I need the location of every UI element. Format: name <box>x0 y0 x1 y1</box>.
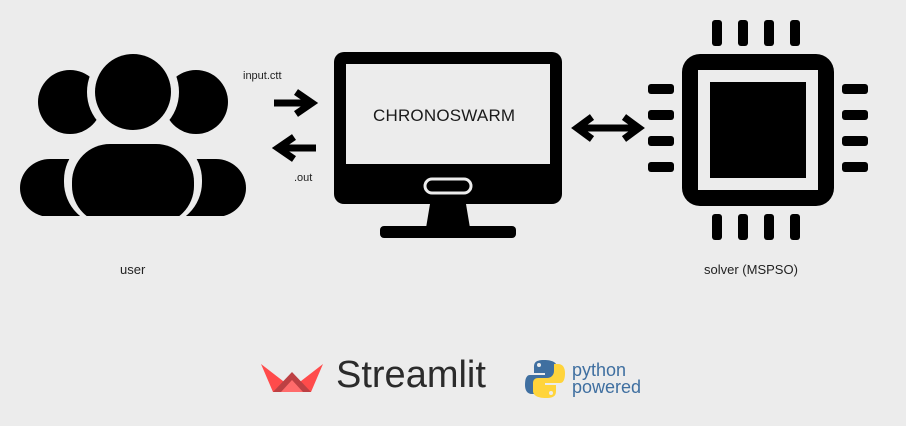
python-logo-icon <box>525 360 565 398</box>
chip-icon <box>648 20 868 240</box>
streamlit-brand-text: Streamlit <box>336 354 486 396</box>
monitor-icon <box>334 52 562 238</box>
input-file-label: input.ctt <box>243 70 282 82</box>
arrow-left-icon <box>271 134 316 162</box>
python-powered-text: python powered <box>572 360 642 397</box>
user-group-icon <box>20 46 246 216</box>
python-text-line2: powered <box>572 377 642 397</box>
app-name-text: CHRONOSWARM <box>373 106 516 125</box>
streamlit-logo-icon <box>261 364 323 392</box>
user-label: user <box>120 262 146 277</box>
arrow-right-icon <box>274 89 319 117</box>
output-file-label: .out <box>294 172 313 184</box>
double-arrow-icon <box>571 114 645 142</box>
solver-label: solver (MSPSO) <box>704 262 798 277</box>
python-text-line1: python <box>572 360 627 380</box>
